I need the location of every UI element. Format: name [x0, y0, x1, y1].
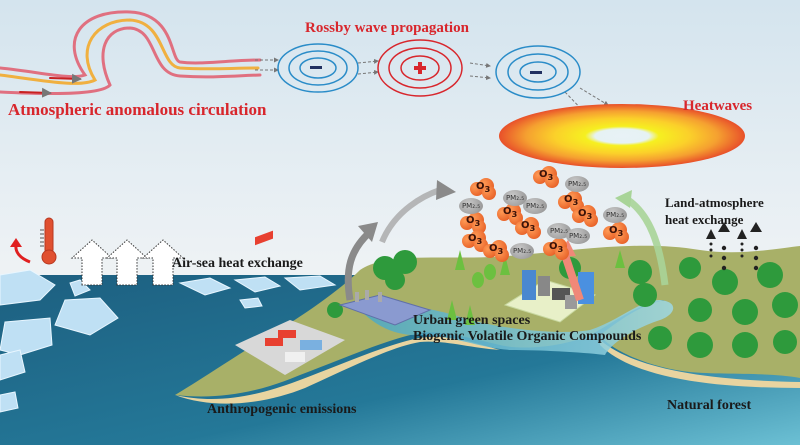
pm25-particle: PM₂.₅ [510, 243, 534, 259]
label-natural-forest: Natural forest [667, 398, 752, 413]
pm25-particle: PM₂.₅ [547, 223, 571, 239]
jet-stream-lines [0, 10, 262, 98]
pm25-particle: PM₂.₅ [565, 176, 589, 192]
ozone-molecule: O3 [603, 222, 629, 244]
label-urban-line1: Urban green spaces [413, 313, 531, 328]
label-urban-line2: Biogenic Volatile Organic Compounds [413, 329, 642, 344]
rossby-low-1 [277, 43, 359, 93]
heatwave-disk [499, 104, 745, 168]
label-air-sea-exchange: Air-sea heat exchange [172, 256, 303, 271]
urban-emission-arrow [561, 253, 584, 302]
ozone-molecule: O3 [483, 240, 509, 262]
river [360, 300, 674, 355]
pm25-particle: PM₂.₅ [523, 198, 547, 214]
land-atmosphere-arrows [706, 222, 762, 271]
factory [338, 290, 432, 326]
ozone-molecule: O3 [572, 205, 598, 227]
ozone-molecule: O3 [543, 238, 569, 260]
pm25-particle: PM₂.₅ [566, 228, 590, 244]
emission-arrow [344, 229, 373, 301]
rossby-high [377, 39, 463, 97]
pm25-particle: PM₂.₅ [603, 207, 627, 223]
sea-ice [0, 269, 337, 413]
pm25-particle: PM₂.₅ [459, 198, 483, 214]
city-buildings [503, 270, 597, 323]
label-atmospheric-circulation: Atmospheric anomalous circulation [8, 100, 267, 119]
air-sea-arrows [70, 239, 185, 286]
industrial-park [235, 230, 345, 375]
forest-beach [600, 340, 800, 388]
label-anthropogenic: Anthropogenic emissions [207, 402, 357, 417]
biogenic-arrow [625, 197, 669, 286]
rossby-low-2 [495, 45, 581, 99]
ozone-molecule: O3 [515, 217, 541, 239]
thermometer-icon [40, 217, 57, 265]
label-land-atmosphere: Land-atmosphere heat exchange [665, 194, 764, 228]
ozone-molecule: O3 [533, 166, 559, 188]
transport-arrow [379, 187, 441, 244]
label-land-atmosphere-line2: heat exchange [665, 212, 744, 227]
warming-arrow-icon [14, 244, 31, 264]
label-urban-green: Urban green spaces Biogenic Volatile Org… [413, 313, 641, 345]
label-land-atmosphere-line1: Land-atmosphere [665, 195, 764, 210]
ozone-molecule: O3 [470, 178, 496, 200]
label-rossby-wave: Rossby wave propagation [305, 20, 469, 36]
beach-edge [175, 336, 500, 404]
trees [327, 250, 798, 358]
ozone-molecule: O3 [497, 203, 523, 225]
pm25-particle: PM₂.₅ [503, 190, 527, 206]
label-heatwaves: Heatwaves [683, 98, 753, 114]
